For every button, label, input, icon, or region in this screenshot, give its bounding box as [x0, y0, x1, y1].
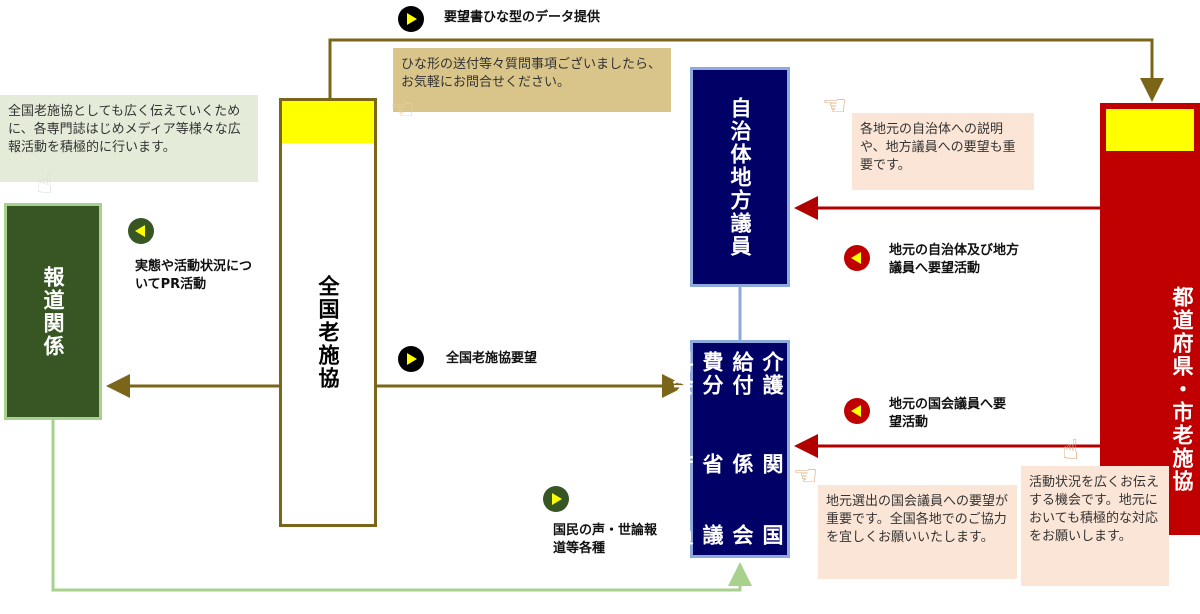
play-right-icon [543, 486, 569, 512]
template-note: ひな形の送付等々質問事項ございましたら、お気軽にお問合せください。 [393, 48, 671, 112]
media-box: 報道関係 [4, 203, 102, 420]
gov-label-1: 介護給付費分科会 [670, 351, 784, 397]
pointing-hand-icon: ☜ [793, 459, 819, 492]
play-left-icon [128, 218, 154, 244]
public-voice-label: 国民の声・世論報道等各種 [553, 523, 658, 556]
prefecture-note: 活動状況を広くお伝えする機会です。地元においても積極的な対応をお願いします。 [1021, 466, 1169, 586]
local-gov-request-label: 地元の自治体及び地方議員へ要望活動 [889, 243, 1020, 276]
national-box: 全国老施協 [279, 98, 377, 527]
local-gov-box: 自治体 地方議員 [690, 67, 790, 287]
prefecture-box: 都道府県・市 老施協 [1100, 103, 1200, 535]
local-note: 各地元の自治体への説明や、地方議員への要望も重要です。 [852, 113, 1034, 190]
play-left-icon [844, 398, 870, 424]
diet-note: 地元選出の国会議員への要望が重要です。全国各地でのご協力を宜しくお願いいたします… [818, 485, 1017, 579]
play-right-icon [398, 346, 424, 372]
yellow-band [282, 101, 374, 143]
national-request-label: 全国老施協要望 [446, 351, 538, 366]
media-label: 報道関係 [41, 265, 65, 358]
pointing-hand-icon: ☝ [36, 167, 54, 200]
yellow-band [1106, 109, 1194, 151]
diet-request-label: 地元の国会議員へ要望活動 [889, 397, 1007, 430]
prefecture-label-2: 老施協 [1170, 423, 1194, 493]
gov-label-2: 関係省庁 [670, 453, 784, 476]
template-data-label: 要望書ひな型のデータ提供 [444, 10, 601, 25]
national-label: 全国老施協 [316, 275, 340, 390]
media-note: 全国老施協としても広く伝えていくために、各専門誌はじめメディア等様々な広報活動を… [0, 95, 258, 182]
government-box: 介護給付費分科会 関係省庁 国会議員 [670, 340, 790, 558]
play-left-icon [844, 245, 870, 271]
gov-label-3: 国会議員 [670, 524, 784, 547]
pointing-hand-icon: ☜ [390, 93, 416, 126]
prefecture-label-1: 都道府県・市 [1170, 285, 1194, 424]
local-gov-label-1: 自治体 [728, 96, 752, 166]
pointing-hand-icon: ☝ [1062, 433, 1080, 466]
local-gov-label-2: 地方議員 [728, 165, 752, 258]
pointing-hand-icon: ☜ [822, 89, 848, 122]
pr-activity-label: 実態や活動状況についてPR活動 [135, 259, 253, 292]
play-right-icon [398, 6, 424, 32]
